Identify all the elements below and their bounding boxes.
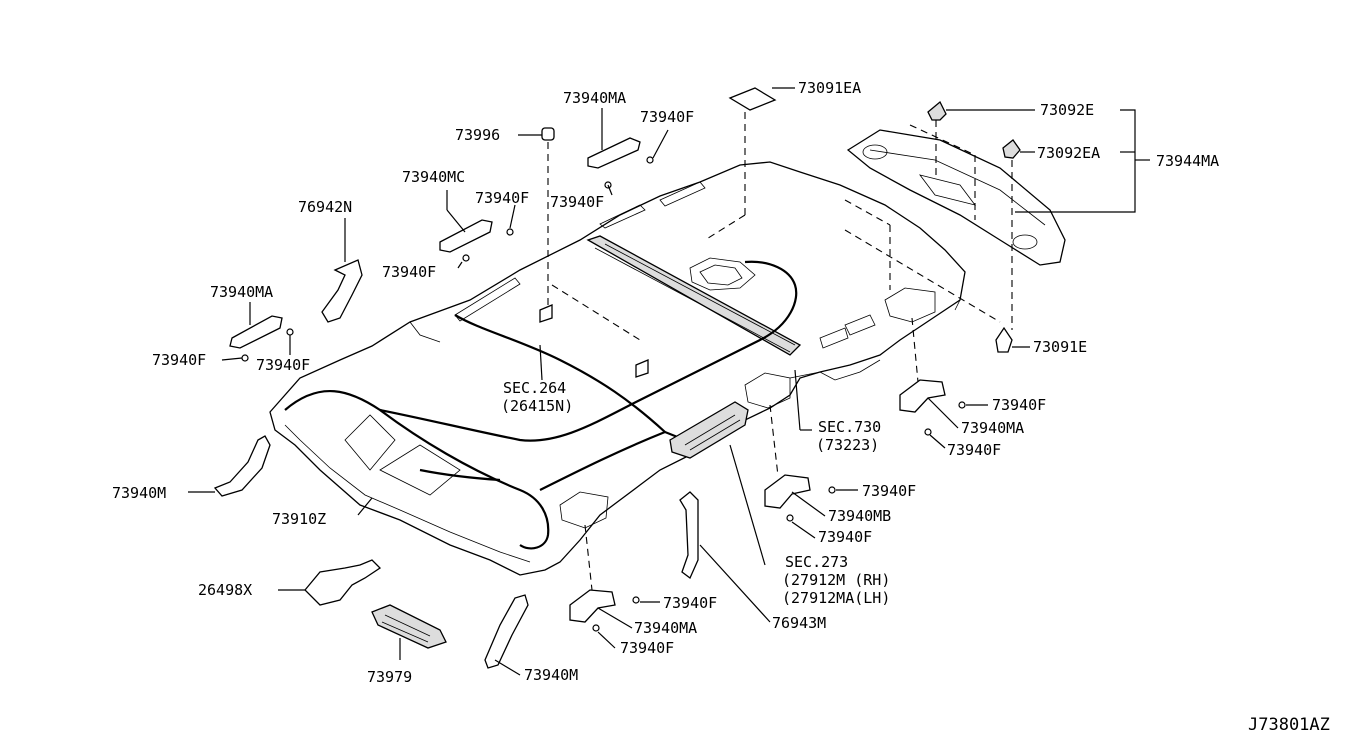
wire-harness (284, 260, 798, 550)
label-73940F-left3: 73940F (256, 356, 310, 374)
label-73092EA: 73092EA (1037, 144, 1100, 162)
label-76942N: 76942N (298, 198, 352, 216)
label-73940F-mid: 73940F (550, 193, 604, 211)
leader-lines (357, 109, 1150, 566)
label-73940MA-left: 73940MA (210, 283, 273, 301)
label-sec264: SEC.264 (503, 379, 566, 397)
bracket-26498X (278, 559, 382, 606)
label-73223: (73223) (816, 436, 879, 454)
reference-lines (547, 112, 1013, 341)
handle-73940M-left (188, 435, 271, 497)
label-73910Z: 73910Z (272, 510, 326, 528)
label-27912MA: (27912MA(LH) (782, 589, 890, 607)
clip-73996 (518, 127, 555, 141)
label-27912M: (27912M (RH) (782, 571, 890, 589)
label-73940F-mc: 73940F (475, 189, 529, 207)
clips-73940F (221, 129, 988, 649)
label-73940M-left: 73940M (112, 484, 166, 502)
clip-73091E (995, 326, 1030, 353)
label-73092E: 73092E (1040, 101, 1094, 119)
label-26498X: 26498X (198, 581, 252, 599)
label-73940F-top: 73940F (640, 108, 694, 126)
label-73940MC: 73940MC (402, 168, 465, 186)
clip-73092EA (1002, 139, 1035, 159)
handle-73940MA-top (587, 108, 641, 169)
label-73940MA-r: 73940MA (961, 419, 1024, 437)
label-73940F-b1: 73940F (663, 594, 717, 612)
handle-76943M (679, 491, 771, 623)
handle-73940MC (439, 190, 493, 253)
diagram-id: J73801AZ (1248, 715, 1330, 735)
label-73091EA: 73091EA (798, 79, 861, 97)
label-73944MA: 73944MA (1156, 152, 1219, 170)
label-26415N: (26415N) (501, 397, 573, 415)
handle-73940MB (764, 404, 826, 517)
label-73940MB: 73940MB (828, 507, 891, 525)
label-73940F-r1: 73940F (992, 396, 1046, 414)
handle-76942N (321, 218, 363, 323)
map-lamp (669, 401, 749, 459)
label-73091E: 73091E (1033, 338, 1087, 356)
bracket-73979 (371, 604, 447, 660)
handle-73940M-bottom (484, 594, 529, 676)
handle-73940MA-bottom (569, 524, 633, 629)
label-73940F-mb1: 73940F (862, 482, 916, 500)
rear-panel-73944MA (846, 129, 1066, 266)
label-73940MA-b: 73940MA (634, 619, 697, 637)
label-76943M: 76943M (772, 614, 826, 632)
handle-73940MA-right (899, 317, 959, 429)
handle-73940MA-left (229, 302, 283, 349)
label-73940M-bottom: 73940M (524, 666, 578, 684)
label-73940F-r2: 73940F (947, 441, 1001, 459)
label-73940F-left2: 73940F (152, 351, 206, 369)
label-73996: 73996 (455, 126, 500, 144)
label-73940F-b2: 73940F (620, 639, 674, 657)
clip-73092E (927, 100, 1035, 121)
label-73979: 73979 (367, 668, 412, 686)
label-sec273: SEC.273 (785, 553, 848, 571)
label-sec730: SEC.730 (818, 418, 881, 436)
label-73940F-mb2: 73940F (818, 528, 872, 546)
headlining-panel (269, 161, 966, 576)
label-73940MA-top: 73940MA (563, 89, 626, 107)
part-labels: 73091EA 73940MA 73940F 73996 73092E 7309… (112, 79, 1330, 735)
pad-73091EA (728, 87, 795, 111)
label-73940F-left1: 73940F (382, 263, 436, 281)
